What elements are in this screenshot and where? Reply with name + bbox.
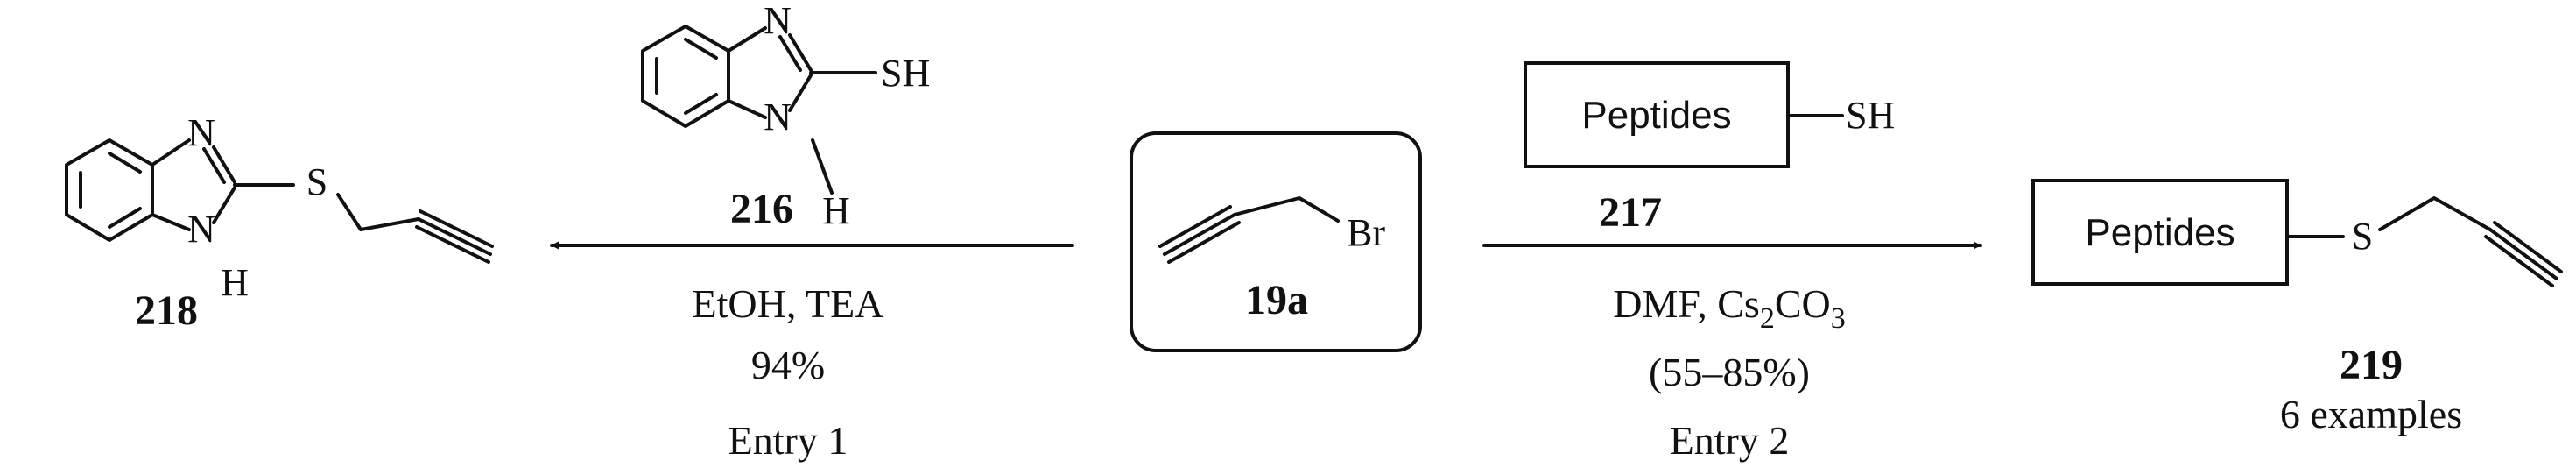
reagent-216-nh-bond (811, 138, 834, 195)
starting-material-19a-frame (1130, 131, 1422, 352)
product-219-peptides-label: Peptides (2085, 211, 2235, 254)
product-218-thio-chain (233, 183, 420, 231)
reagent-217-sh: SH (1846, 94, 1895, 137)
left-reaction-yield: 94% (751, 343, 825, 387)
right-reaction-yield: (55–85%) (1649, 350, 1810, 394)
reagent-217-peptides-label: Peptides (1581, 94, 1731, 137)
product-218-benzene-inner-bonds (79, 152, 142, 229)
starting-material-19a-number: 19a (1245, 277, 1308, 323)
product-218-triple-bond (415, 209, 494, 264)
product-219-chain (2378, 196, 2492, 231)
reagent-216-n-top: N (764, 0, 792, 42)
product-218-imidazole-bonds (151, 138, 236, 231)
right-reaction-sub1: 2 (1760, 302, 1775, 335)
reagent-216-structure: N N H SH (641, 0, 930, 232)
product-219-number: 219 (2340, 342, 2403, 388)
right-reaction-conditions: DMF, Cs2CO3 (1613, 281, 1846, 335)
product-219-triple-bond (2484, 221, 2563, 287)
reagent-216-number: 216 (730, 186, 793, 232)
starting-material-19a-br: Br (1347, 211, 1385, 254)
right-reaction-base-mid: CO (1775, 281, 1831, 326)
product-218-s: S (306, 160, 327, 203)
starting-material-19a-structure: Br (1158, 196, 1385, 264)
right-reaction-solvent: DMF, Cs (1613, 281, 1760, 326)
product-219-examples-note: 6 examples (2280, 392, 2462, 436)
product-218-number: 218 (135, 287, 198, 334)
reagent-216-benzene-inner-bonds (655, 38, 718, 115)
product-218-structure: N N H S (65, 111, 494, 304)
reagent-216-imidazole-bonds (727, 26, 813, 119)
product-218-n-top: N (187, 111, 215, 154)
product-219-s: S (2352, 215, 2373, 258)
product-219-peptides-box (2031, 179, 2289, 286)
left-reaction-entry: Entry 1 (728, 418, 848, 463)
product-218-n-bottom: N (187, 208, 215, 251)
left-reaction-conditions: EtOH, TEA (693, 281, 884, 326)
reagent-216-n-bottom: N (764, 96, 792, 138)
product-218-h: H (221, 261, 249, 304)
reagent-216-sh: SH (881, 52, 930, 95)
starting-material-19a-triple-bond (1158, 205, 1241, 264)
starting-material-19a-chain (1233, 196, 1340, 223)
right-reaction-entry: Entry 2 (1670, 418, 1790, 463)
reagent-217-number: 217 (1599, 189, 1662, 236)
right-reaction-sub2: 3 (1831, 302, 1846, 335)
reagent-216-h: H (822, 189, 850, 232)
